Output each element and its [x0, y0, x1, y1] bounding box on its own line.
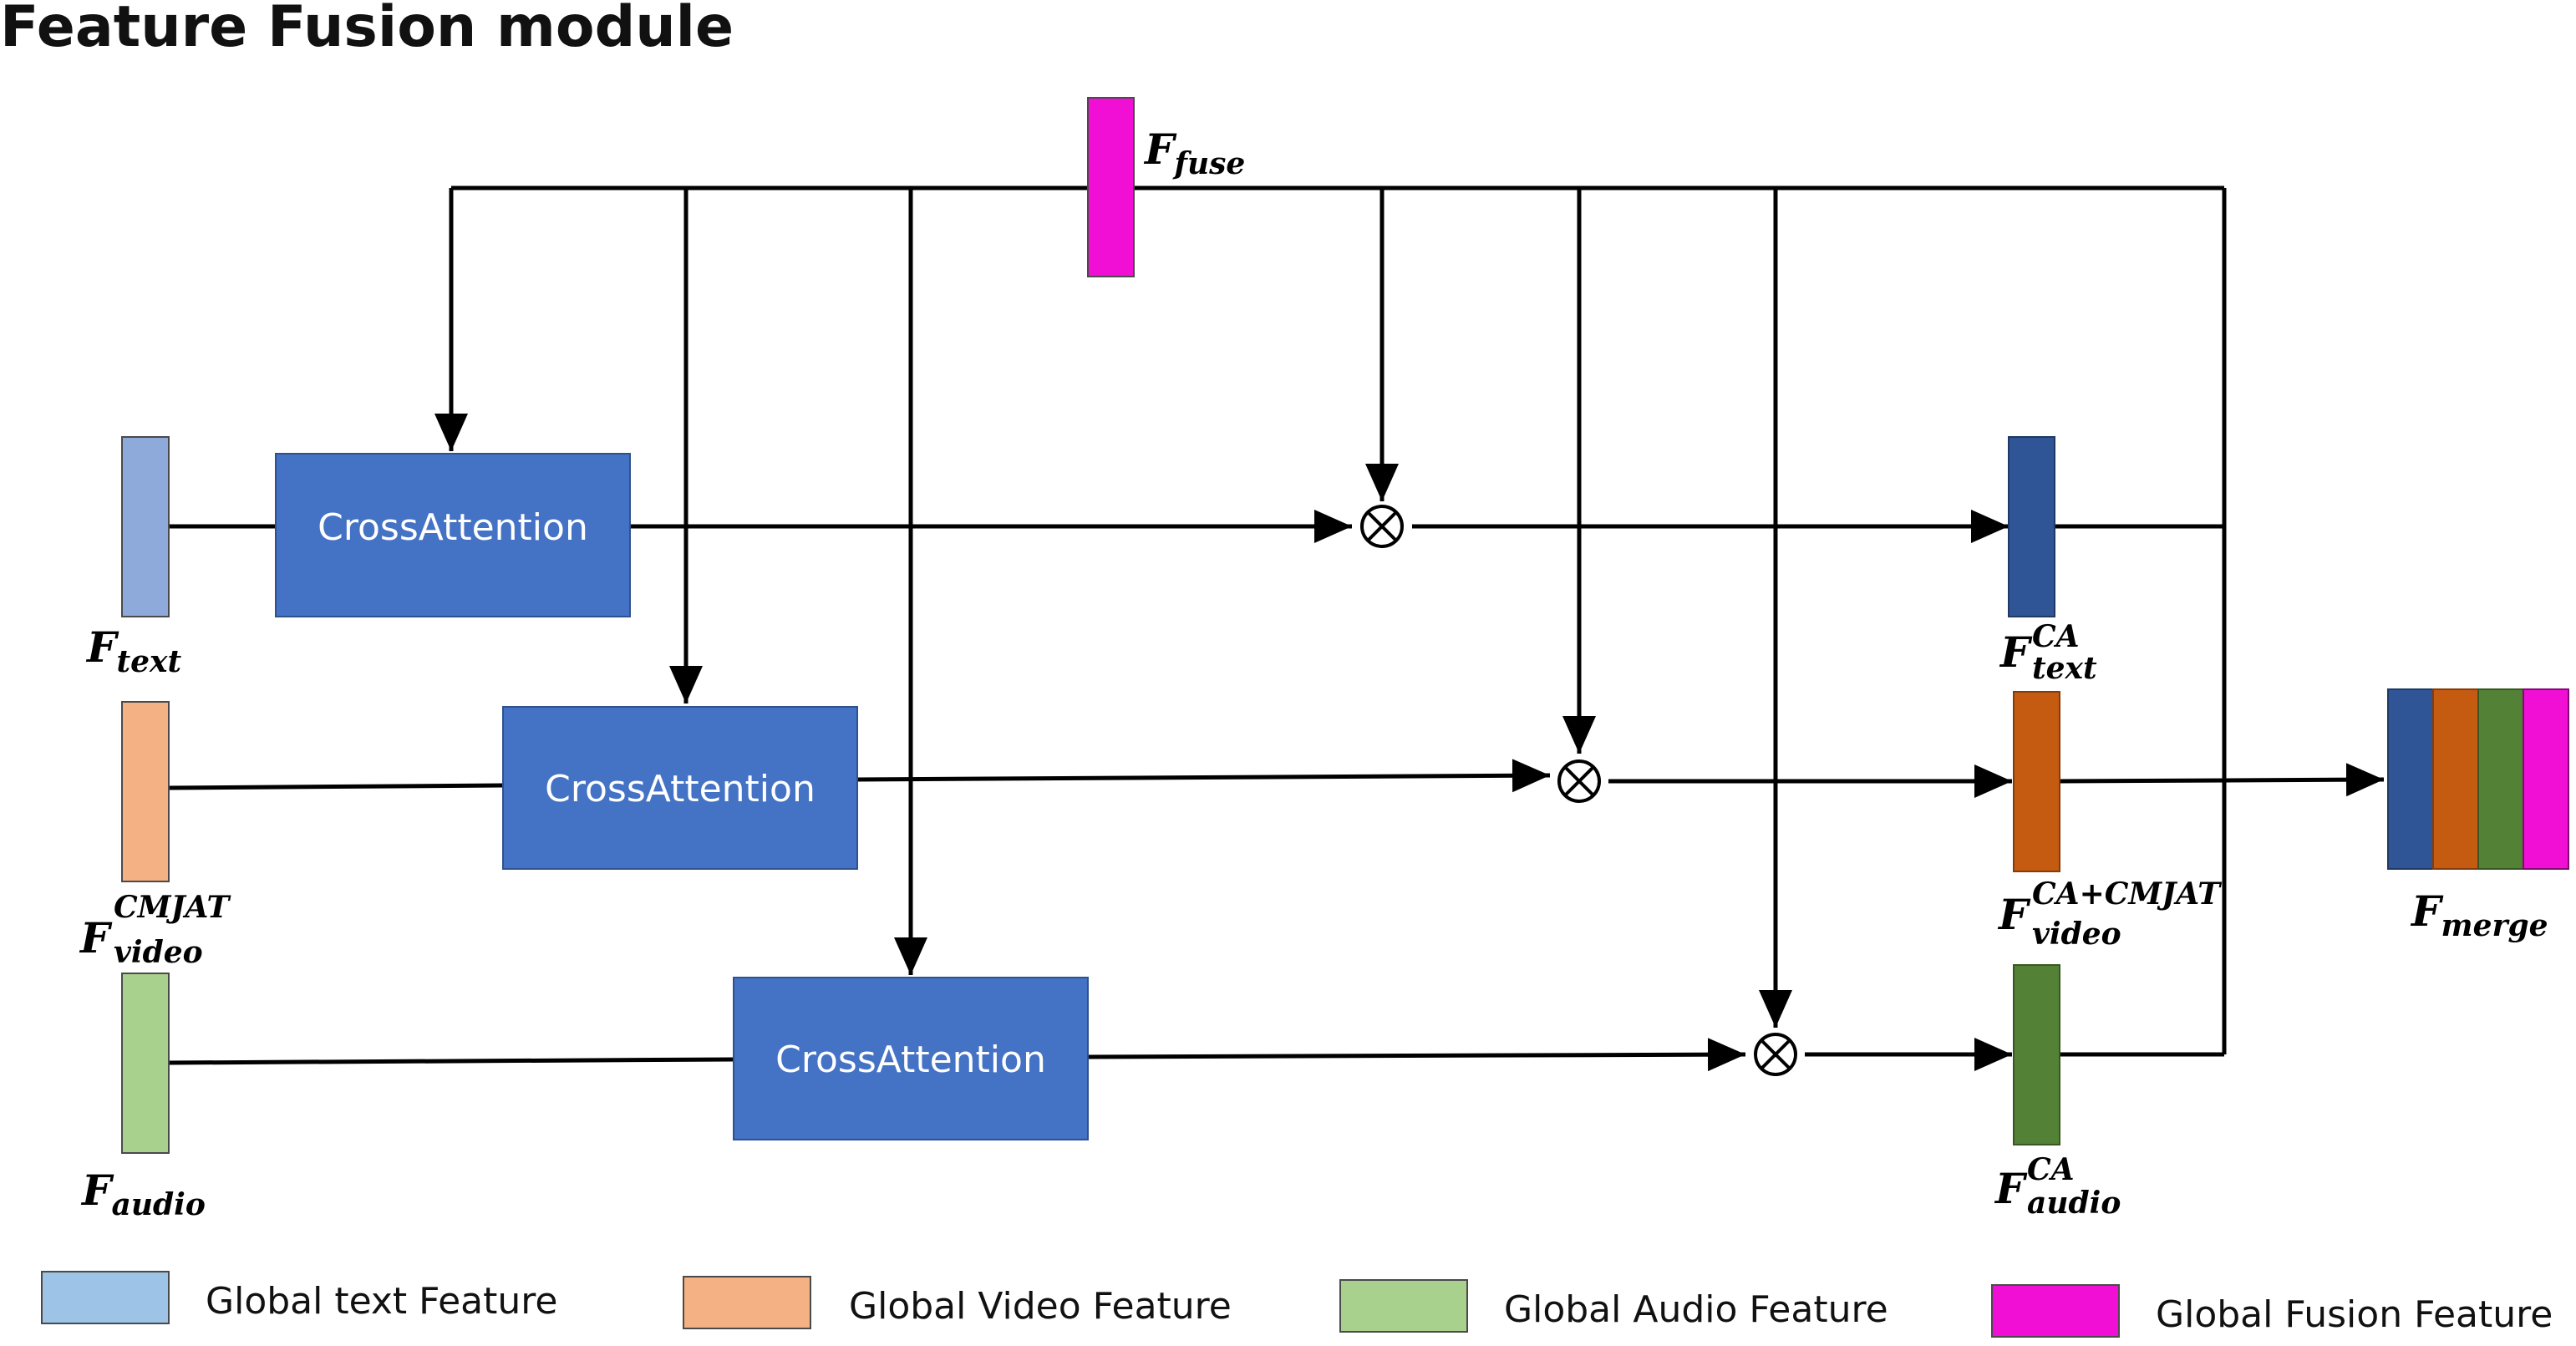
legend-label-fusion: Global Fusion Feature	[2156, 1293, 2553, 1336]
cross-attention-video-label: CrossAttention	[545, 768, 815, 810]
cross-attention-text-label: CrossAttention	[318, 506, 588, 549]
legend-swatch-text	[41, 1271, 170, 1324]
to-merge-arrow	[2059, 763, 2385, 797]
text-ca-output-bar	[2008, 436, 2055, 617]
merge-text-segment	[2387, 688, 2434, 870]
multiply-node-audio	[1754, 1033, 1797, 1076]
ca-audio-to-mult-arrow	[1087, 1038, 1746, 1072]
video-ca-output-bar	[2013, 691, 2060, 872]
cross-attention-video-box: CrossAttention	[502, 706, 858, 870]
audio-ca-output-bar	[2013, 964, 2060, 1145]
audio-feature-bar	[121, 973, 170, 1154]
legend-label-text: Global text Feature	[206, 1280, 557, 1323]
video-input-line	[168, 783, 504, 790]
legend: Global text Feature Global Video Feature…	[41, 1271, 2553, 1338]
label-f-fuse: Ffuse	[1143, 124, 1245, 181]
label-f-audio: Faudio	[80, 1166, 206, 1222]
label-f-text: Ftext	[85, 622, 181, 679]
label-f-audio-ca: F CA audio	[1994, 1152, 2121, 1221]
merge-fusion-segment	[2523, 688, 2569, 870]
label-f-text-ca: F CA text	[1999, 619, 2097, 686]
legend-swatch-fusion	[1991, 1284, 2120, 1338]
multiply-node-video	[1557, 759, 1601, 803]
legend-swatch-audio	[1339, 1279, 1468, 1333]
cross-attention-audio-box: CrossAttention	[733, 977, 1089, 1140]
legend-item-audio: Global Audio Feature	[1339, 1279, 1888, 1333]
text-feature-bar	[121, 436, 170, 617]
label-f-video: F CMJAT video	[79, 890, 234, 970]
merged-feature-block	[2387, 688, 2569, 870]
video-feature-bar	[121, 701, 170, 882]
diagram-title: Feature Fusion module	[0, 0, 734, 60]
multiply-node-text	[1360, 505, 1404, 548]
legend-label-video: Global Video Feature	[849, 1285, 1232, 1328]
merge-video-segment	[2432, 688, 2479, 870]
ca-video-to-mult-arrow	[856, 759, 1551, 793]
cross-attention-text-box: CrossAttention	[275, 453, 631, 617]
fusion-feature-bar	[1087, 97, 1135, 277]
legend-label-audio: Global Audio Feature	[1504, 1288, 1888, 1331]
label-f-merge: Fmerge	[2410, 886, 2548, 943]
connection-lines	[168, 185, 2385, 1072]
legend-item-text: Global text Feature	[41, 1271, 557, 1324]
legend-item-fusion: Global Fusion Feature	[1991, 1284, 2553, 1338]
cross-attention-audio-label: CrossAttention	[775, 1039, 1046, 1081]
label-f-video-ca: F CA+CMJAT video	[1997, 876, 2225, 952]
audio-input-line	[168, 1057, 734, 1065]
legend-swatch-video	[683, 1276, 811, 1329]
legend-item-video: Global Video Feature	[683, 1276, 1232, 1329]
merge-audio-segment	[2477, 688, 2524, 870]
